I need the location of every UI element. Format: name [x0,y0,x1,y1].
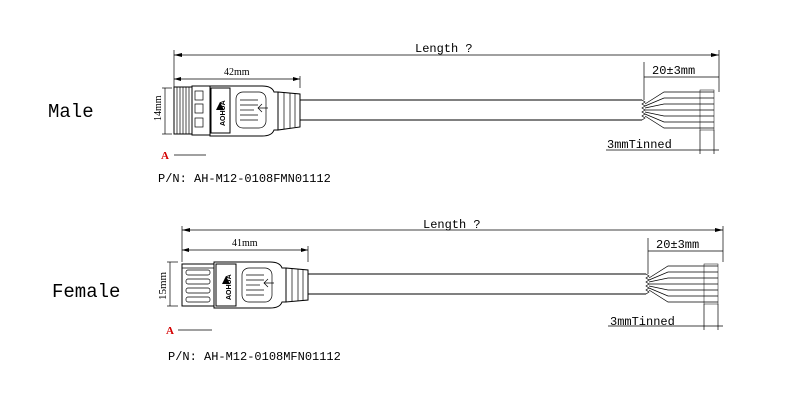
male-strip-length: 20±3mm [652,64,695,78]
male-assembly: Male Length ? 42mm 14mm [48,42,720,186]
female-connector: AOHUA [181,261,309,309]
male-connector: AOHUA [173,85,301,137]
brand-logo-icon [222,276,230,284]
male-wires: 20±3mm 3mmTinned [606,62,719,154]
male-length-label: Length ? [415,42,473,56]
female-diameter-dimension: 15mm [157,261,178,307]
female-assembly: Female Length ? 41mm 15mm [52,218,724,364]
female-diameter: 15mm [157,271,169,300]
female-section-marker: A [166,325,212,337]
female-length-label: Length ? [423,218,481,232]
male-diameter: 14mm [153,95,164,121]
male-tinned-label: 3mmTinned [607,138,672,152]
male-connector-length: 42mm [224,67,250,78]
male-section-marker: A [161,150,206,162]
male-brand-panel [210,87,231,134]
female-brand-panel [215,263,237,307]
female-marker-letter: A [166,325,174,337]
female-cable [308,273,646,295]
male-marker-letter: A [161,150,169,162]
male-length-dimension: Length ? [173,42,720,92]
female-connector-length: 41mm [232,238,258,249]
male-cable [300,99,642,121]
female-length-dimension: Length ? [181,218,724,262]
male-connector-length-dimension: 42mm [174,67,301,88]
female-label: Female [52,281,120,303]
female-strip-length: 20±3mm [656,238,699,252]
female-wires: 20±3mm 3mmTinned [608,238,723,330]
female-part-number: P/N: AH-M12-0108MFN01112 [168,350,341,364]
female-brand-text: AOHUA [226,274,233,300]
brand-logo-icon [216,102,224,110]
male-diameter-dimension: 14mm [153,87,172,135]
female-tinned-label: 3mmTinned [610,315,675,329]
female-connector-length-dimension: 41mm [182,238,309,262]
male-label: Male [48,101,94,123]
male-brand-text: AOHUA [220,100,227,126]
male-part-number: P/N: AH-M12-0108FMN01112 [158,172,331,186]
